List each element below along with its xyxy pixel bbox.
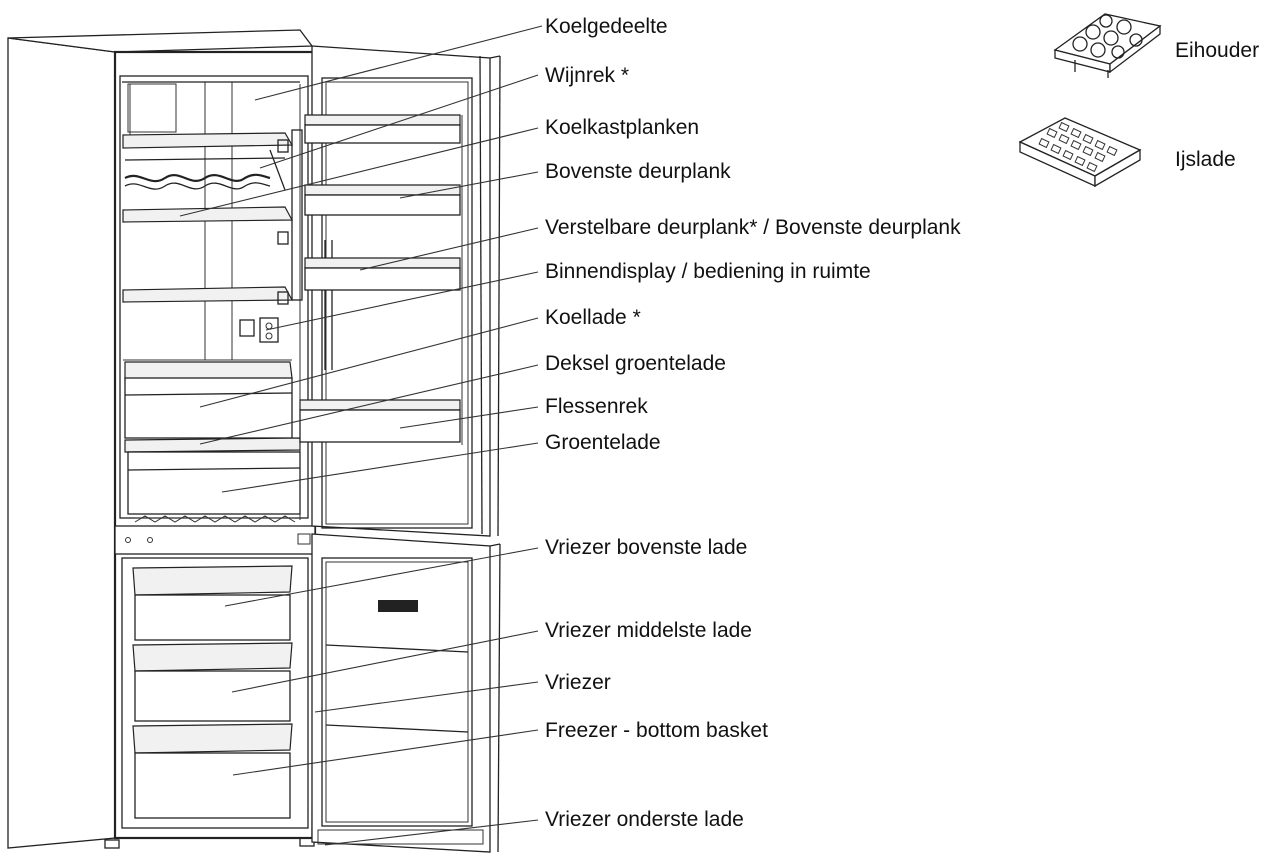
label-freezer-bottom-basket: Freezer - bottom basket xyxy=(545,719,768,742)
part-labels: Koelgedeelte Wijnrek * Koelkastplanken B… xyxy=(545,15,961,831)
deksel-groentelade-lid xyxy=(124,437,301,453)
freezer-logo-plate xyxy=(378,600,418,612)
binnendisplay-panel xyxy=(239,317,279,343)
label-koellade: Koellade * xyxy=(545,306,641,329)
label-deksel-groentelade: Deksel groentelade xyxy=(545,352,726,375)
freezer-door xyxy=(311,533,501,853)
label-ijslade: Ijslade xyxy=(1175,148,1236,171)
deurplank-bin-3 xyxy=(304,257,461,291)
accessories: Eihouder I xyxy=(1018,13,1259,188)
egg-holder-icon xyxy=(1053,13,1162,78)
koellade-drawer xyxy=(124,361,293,439)
label-wijnrek: Wijnrek * xyxy=(545,64,629,87)
wijnrek-rack xyxy=(124,149,286,191)
vriezer-middelste-lade-drawer xyxy=(132,642,293,672)
freezer-bottom-basket-drawer xyxy=(132,723,293,754)
fridge-door xyxy=(291,45,501,537)
groentelade-drawer xyxy=(127,451,301,523)
label-eihouder: Eihouder xyxy=(1175,39,1259,62)
label-vriezer: Vriezer xyxy=(545,671,611,694)
vriezer-bovenste-lade-drawer xyxy=(132,565,293,596)
label-koelkastplanken: Koelkastplanken xyxy=(545,116,699,139)
label-verstelbare-deurplank: Verstelbare deurplank* / Bovenste deurpl… xyxy=(545,216,961,239)
koelkastplanken-shelves xyxy=(122,132,294,361)
label-koelgedeelte: Koelgedeelte xyxy=(545,15,668,38)
flessenrek-bin xyxy=(299,399,461,443)
fridge-cabinet xyxy=(7,29,317,849)
label-vriezer-bovenste-lade: Vriezer bovenste lade xyxy=(545,536,747,559)
label-vriezer-onderste-lade: Vriezer onderste lade xyxy=(545,808,744,831)
bovenste-deurplank-bin xyxy=(304,114,461,144)
label-groentelade: Groentelade xyxy=(545,431,661,454)
vriezer-compartment xyxy=(121,557,309,829)
label-bovenste-deurplank: Bovenste deurplank xyxy=(545,160,731,183)
label-flessenrek: Flessenrek xyxy=(545,395,648,418)
verstelbare-deurplank-bin xyxy=(304,184,461,216)
label-vriezer-middelste-lade: Vriezer middelste lade xyxy=(545,619,752,642)
leader-lines xyxy=(179,25,543,846)
label-binnendisplay: Binnendisplay / bediening in ruimte xyxy=(545,260,871,283)
ice-tray-icon xyxy=(1018,117,1142,188)
